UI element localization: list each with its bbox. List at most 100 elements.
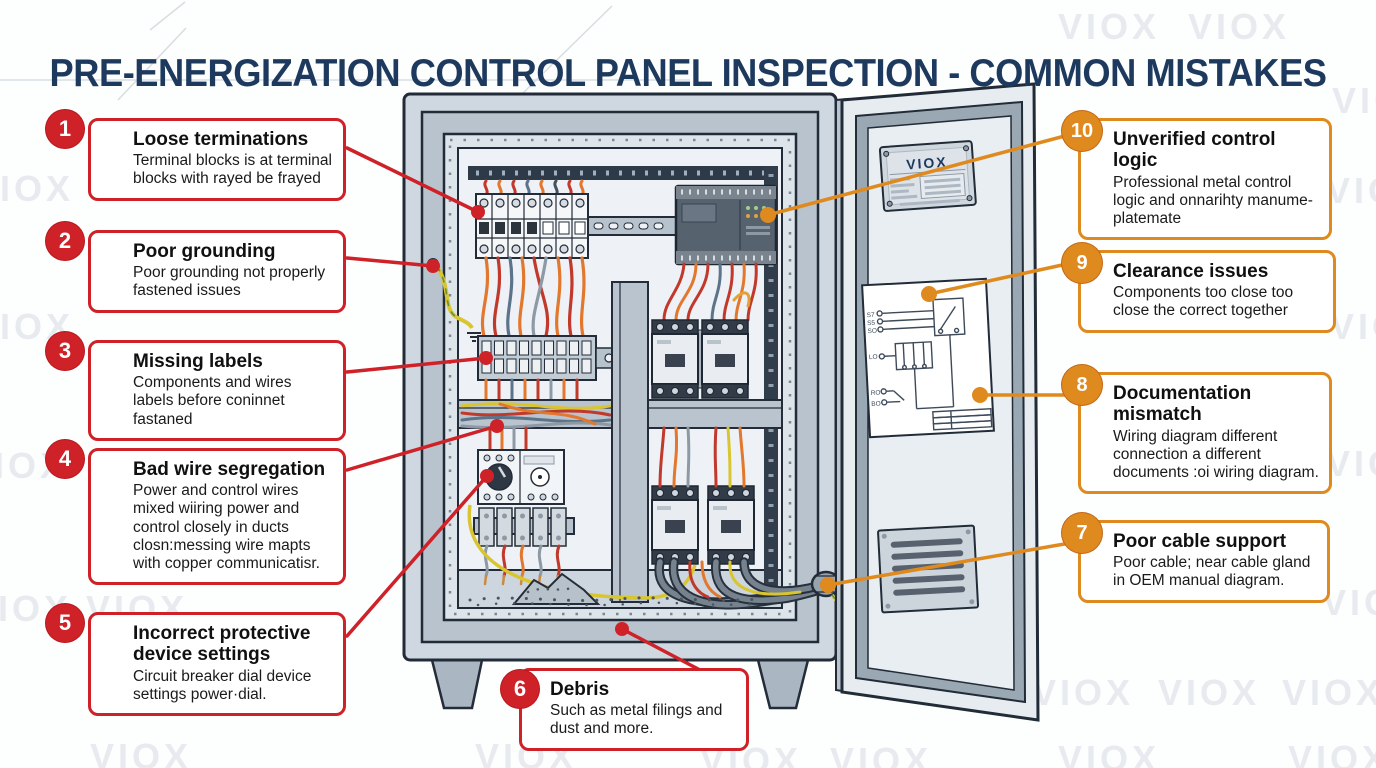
watermark: VIOX [0,168,75,209]
contactor-lower-right [707,485,755,565]
mixed-wires-overflow [460,402,612,429]
callout-number-badge: 2 [45,221,85,261]
callout-body: Components and wires labels before conin… [133,374,292,428]
power-wires-lower [658,426,746,488]
breaker-toggles [479,221,586,235]
leader-line-7 [826,540,1078,587]
callout-number-badge: 3 [45,331,85,371]
diagram-label: RO [871,390,881,398]
callout-title: Debris [550,679,610,700]
callout-number-badge: 7 [1061,512,1103,554]
callout-title: Poor grounding [133,241,276,262]
callout-body: Wiring diagram different connection a di… [1113,427,1319,481]
callout-number-badge: 8 [1061,364,1103,406]
leader-line-10 [766,131,1078,217]
callout-title: Documentation mismatch [1113,383,1252,426]
diagram-label: SO [867,328,877,335]
circuit-breaker-row [475,193,589,259]
strip-to-duct-wires [484,378,579,402]
callout-body: Poor cable; near cable gland in OEM manu… [1113,554,1311,590]
leader-lines-orange [766,131,1078,587]
watermark: VIOX [1288,738,1376,768]
cabinet-door: VIOX S7 S5 SO LO [835,82,1040,722]
unterminated-wire-tails [483,544,561,586]
callout-number-badge: 6 [500,669,540,709]
callout-body: Components too close too close the corre… [1113,284,1294,320]
leader-line-1 [345,146,480,214]
vertical-wire-duct [611,281,649,603]
callout-body: Professional metal control logic and onn… [1113,173,1313,227]
terminal-blocks [473,507,575,586]
diagram-label: S5 [867,320,876,327]
leader-line-3 [345,356,488,374]
diagram-label: LO [869,354,878,361]
plc-unit [674,184,778,266]
callout-title: Unverified control logic [1113,129,1276,172]
callout-title: Missing labels [133,351,263,372]
watermark: VIOX [1332,80,1376,121]
leader-dots-red [426,205,629,636]
cabinet-interior [427,166,867,639]
control-wire-bundle [480,256,586,338]
callout-8-documentation-mismatch: 8 Documentation mismatch Wiring diagram … [1061,364,1332,494]
din-rail [587,216,677,236]
callout-5-incorrect-protective-device-settings: 5 Incorrect protective device settings C… [45,603,346,716]
callout-10-unverified-control-logic: 10 Unverified control logic Professional… [1061,110,1332,240]
callout-body: Poor grounding not properly fastened iss… [133,264,326,300]
callout-title: Bad wire segregation [133,459,326,480]
contactor-lower-left [651,485,699,565]
callout-body: Circuit breaker dial device settings pow… [133,667,312,703]
leader-line-2 [345,256,435,268]
diagram-label: BO [871,401,881,408]
callout-4-bad-wire-segregation: 4 Bad wire segregation Power and control… [45,439,346,585]
watermark: VIOX [1326,170,1376,211]
callout-body: Power and control wires mixed wiiring po… [133,482,320,572]
callout-number-badge: 1 [45,109,85,149]
callout-number-badge: 5 [45,603,85,643]
callout-body: Such as metal filings and dust and more. [550,702,723,738]
leader-line-6 [620,627,702,672]
leader-line-4 [345,424,499,472]
callout-title: Incorrect protective device settings [133,623,311,666]
plc-output-wires [662,262,758,322]
callout-3-missing-labels: 3 Missing labels Components and wires la… [45,331,346,441]
watermark: VIOX [1032,672,1135,713]
motor-protection-breaker [477,449,565,505]
motor-breaker-feed-wires [488,426,528,452]
terminal-strip [477,335,623,381]
page-title: PRE-ENERGIZATION CONTROL PANEL INSPECTIO… [49,52,1327,96]
watermark: VIOX [1158,672,1261,713]
leader-line-5 [345,474,489,638]
watermark: VIOX [1322,582,1376,623]
callout-6-debris: 6 Debris Such as metal filings and dust … [500,668,749,751]
leader-dots-orange [760,207,988,593]
callout-2-poor-grounding: 2 Poor grounding Poor grounding not prop… [45,221,346,313]
callout-number-badge: 9 [1061,242,1103,284]
callout-title: Loose terminations [133,129,309,150]
callout-body: Terminal blocks is at terminal blocks wi… [133,152,332,188]
wiring-diagram-sheet: S7 S5 SO LO RO BO [861,277,995,439]
callout-9-clearance-issues: 9 Clearance issues Components too close … [1061,242,1336,333]
callout-title: Poor cable support [1113,531,1287,552]
watermark: VIOX [1326,443,1376,484]
callout-1-loose-terminations: 1 Loose terminations Terminal blocks is … [45,109,346,201]
debris-pile [468,572,762,607]
watermark: VIOX [1188,6,1291,47]
watermark: VIOX [90,736,193,768]
callout-title: Clearance issues [1113,261,1269,282]
leader-line-9 [927,260,1078,296]
watermark: VIOX [830,740,933,768]
callout-number-badge: 10 [1061,110,1103,152]
watermark: VIOX [1330,306,1376,347]
contactor-upper-left [651,319,699,399]
cabinet-leg-right [756,658,810,710]
cabinet-leg-left [430,658,484,710]
decorative-lines [0,1,690,101]
callout-7-poor-cable-support: 7 Poor cable support Poor cable; near ca… [1061,512,1330,603]
contactor-upper-right [701,319,749,399]
watermark: VIOX [1282,672,1376,713]
diagram-label: S7 [867,312,876,319]
watermark: VIOX [1058,6,1161,47]
